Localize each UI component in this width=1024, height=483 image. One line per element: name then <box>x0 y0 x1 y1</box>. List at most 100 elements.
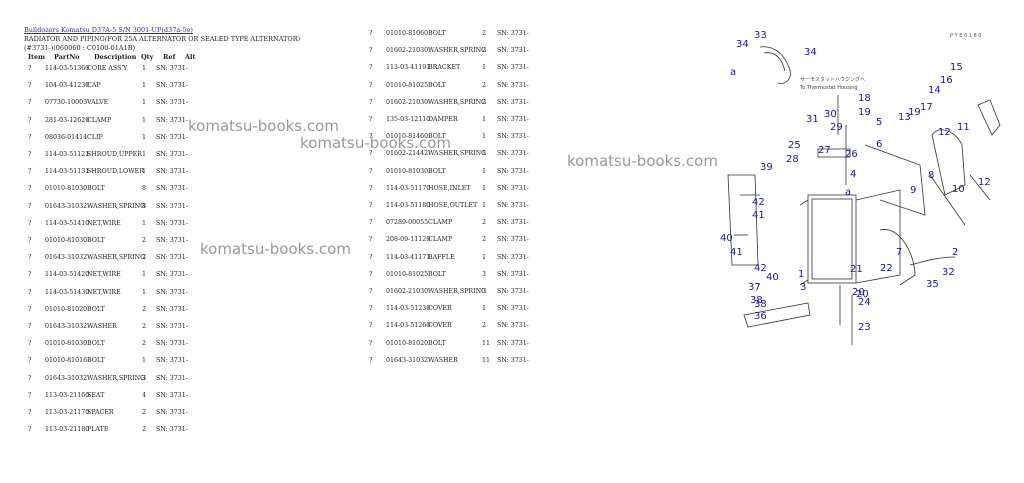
watermark: komatsu-books.com <box>300 134 451 152</box>
callout-number: 3 <box>800 282 806 293</box>
ref-cell: SN: 3731- <box>497 167 529 175</box>
description-cell: PLATE <box>87 426 109 434</box>
partno-cell: 114-03-51420 <box>45 271 90 279</box>
callout-number: 15 <box>950 62 963 73</box>
description-cell: WASHER,SPRING <box>87 374 146 382</box>
description-cell: WASHER <box>87 323 117 330</box>
description-cell: BOLT <box>428 30 446 37</box>
description-cell: BOLT <box>87 340 105 348</box>
item-cell: ? <box>28 426 32 434</box>
callout-number: 19 <box>908 107 921 118</box>
callout-number: 13 <box>898 112 911 123</box>
callout-number: 35 <box>926 279 939 290</box>
callout-number: 12 <box>978 177 991 188</box>
item-cell: ? <box>369 322 373 330</box>
qty-cell: 3 <box>482 270 487 278</box>
qty-cell: 2 <box>482 219 487 227</box>
partno-cell: 114-03-51410 <box>45 219 90 227</box>
item-cell: ? <box>28 323 32 330</box>
watermark: komatsu-books.com <box>188 117 339 135</box>
description-cell: SHROUD,LOWER <box>87 168 144 176</box>
ref-cell: SN: 3731- <box>156 323 188 330</box>
qty-cell: 11 <box>482 339 491 347</box>
ref-cell: SN: 3731- <box>497 133 529 141</box>
qty-cell: 2 <box>142 305 147 313</box>
page-subtitle: RADIATOR AND PIPING(FOR 25A ALTERNATOR O… <box>24 35 301 52</box>
diagram-note-en: To Thermostat Housing <box>799 85 858 91</box>
watermark: komatsu-books.com <box>200 240 351 258</box>
partno-cell: 114-03-51180 <box>386 202 431 209</box>
partno-cell: 114-03-51430 <box>45 288 90 296</box>
description-cell: NET,WIRE <box>87 271 121 279</box>
item-cell: ? <box>28 237 32 244</box>
item-cell: ? <box>28 391 32 399</box>
callout-number: 25 <box>788 140 801 151</box>
item-cell: ? <box>369 288 373 295</box>
description-cell: BOLT <box>87 305 105 313</box>
description-cell: CLIP <box>87 133 103 141</box>
qty-cell: 2 <box>482 98 487 106</box>
callout-number: 18 <box>858 93 871 104</box>
qty-cell: 2 <box>142 340 147 348</box>
ref-cell: SN: 3731- <box>497 253 529 261</box>
item-cell: ? <box>28 374 32 382</box>
qty-cell: 1 <box>482 150 487 158</box>
description-cell: BRACKET <box>428 64 461 72</box>
item-cell: ? <box>369 253 373 261</box>
partno-cell: 01010-81030 <box>45 237 88 244</box>
item-cell: ? <box>369 64 373 72</box>
qty-cell: 2 <box>142 237 147 244</box>
description-cell: BOLT <box>428 133 446 141</box>
breadcrumb[interactable]: Bulldozers Komatsu D37A-5 S/N 3001-UP(d3… <box>24 26 193 34</box>
qty-cell: 1 <box>142 168 147 176</box>
item-cell: ? <box>28 185 32 193</box>
description-cell: CAP <box>87 82 101 90</box>
callout-number: 2 <box>952 247 958 258</box>
callout-number: 38 <box>750 295 763 306</box>
ref-cell: SN: 3731- <box>156 254 188 262</box>
callout-number: 34 <box>736 39 749 50</box>
partno-cell: 281-03-12620 <box>45 116 90 124</box>
ref-cell: SN: 3731- <box>156 288 188 296</box>
qty-cell: 1 <box>482 305 487 313</box>
callout-number: 23 <box>858 322 871 333</box>
qty-cell: 1 <box>142 133 147 141</box>
diagram-note-jp: サーモスタットハウジングへ <box>800 76 865 83</box>
partno-cell: 01643-31032 <box>45 374 88 382</box>
item-cell: ? <box>28 202 32 210</box>
exploded-parts-diagram: P Y E 6 1 8 0 サーモスタットハウジングへ To Thermosta… <box>700 25 1020 365</box>
callout-number: 34 <box>804 47 817 58</box>
ref-cell: SN: 3731- <box>156 391 188 399</box>
qty-cell: 2 <box>482 322 487 330</box>
callout-number: 12 <box>938 127 951 138</box>
callout-number: 33 <box>754 30 767 41</box>
callout-number: 24 <box>858 297 871 308</box>
description-cell: BOLT <box>87 185 105 193</box>
description-cell: BOLT <box>87 357 105 365</box>
callout-number: 29 <box>830 122 843 133</box>
ref-cell: SN: 3731- <box>156 305 188 313</box>
partno-cell: 114-03-41171 <box>386 253 431 261</box>
item-cell: ? <box>369 167 373 175</box>
partno-cell: 104-03-41230 <box>45 82 90 90</box>
partno-cell: 113-03-21170 <box>45 409 90 416</box>
description-cell: COVER <box>428 305 452 313</box>
description-cell: BOLT <box>428 270 446 278</box>
partno-cell: 01643-31032 <box>386 356 429 364</box>
